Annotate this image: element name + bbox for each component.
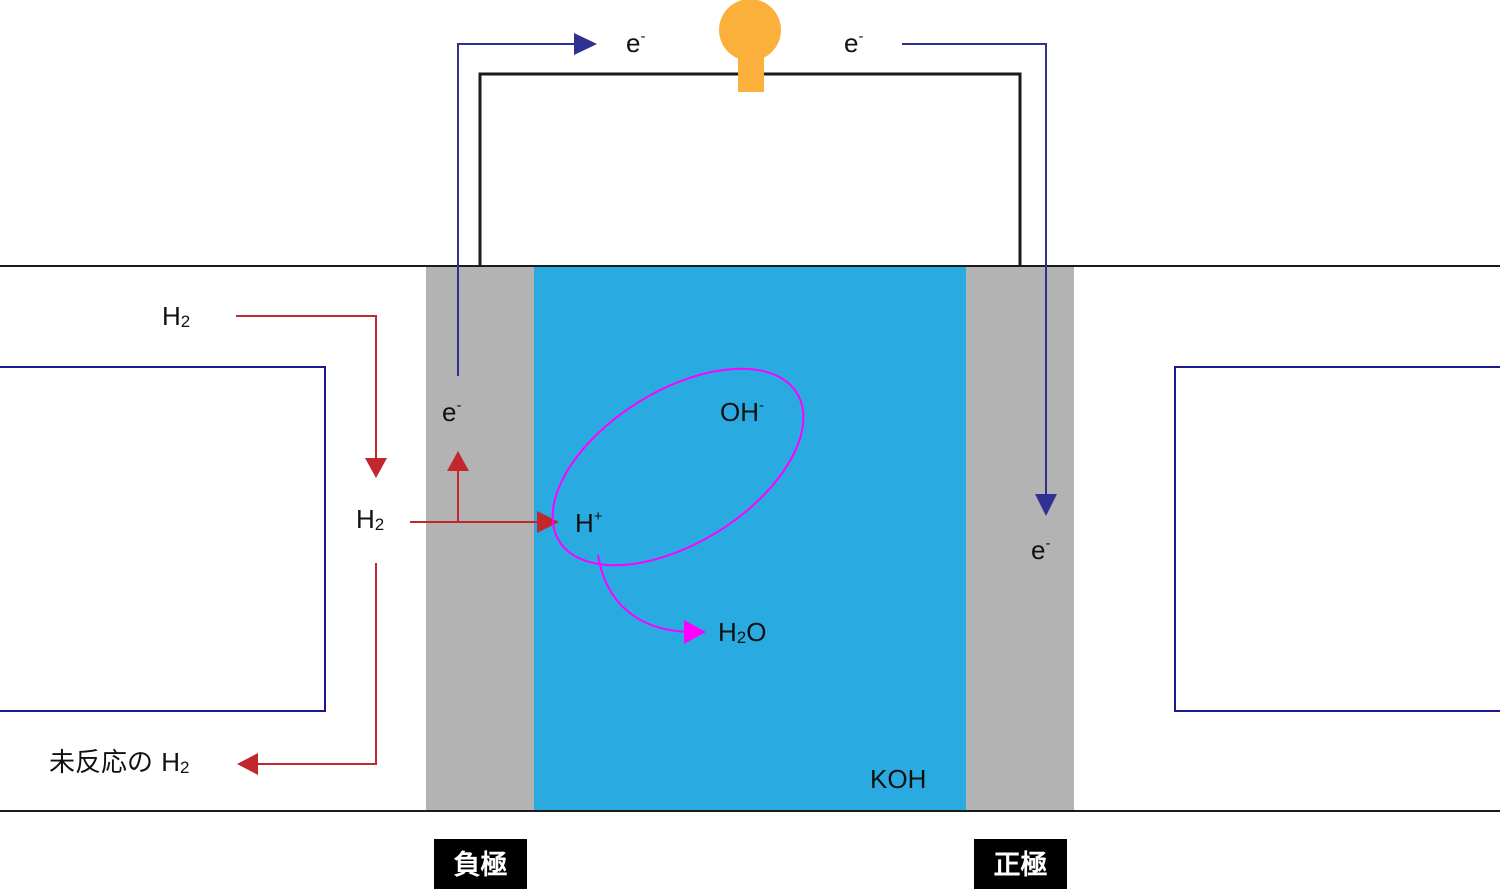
anode-electrode (426, 267, 534, 810)
hydroxide-ion-label: OH- (720, 397, 764, 427)
electron-arrowhead-anode (574, 33, 597, 55)
cathode-gas-chamber (1174, 366, 1500, 712)
electrolyte-label: KOH (870, 764, 926, 794)
electron-arrowhead-cathode (1035, 494, 1057, 516)
anode-label: 負極 (454, 850, 508, 881)
electron-label-top-right: e- (844, 28, 863, 58)
hydrogen-chamber-label: H2 (356, 504, 384, 534)
electron-label-top-left: e- (626, 28, 645, 58)
hydrogen-inflow-line (236, 315, 377, 460)
electron-flow-anode (457, 41, 595, 376)
hydrogen-to-electron-arrowhead (447, 451, 469, 471)
electron-label-cathode: e- (1031, 535, 1050, 565)
unreacted-hydrogen-arrowhead (237, 753, 258, 775)
electrolyte-region (533, 267, 967, 810)
cathode-electrode (966, 267, 1074, 810)
unreacted-hydrogen-line (255, 563, 377, 765)
unreacted-hydrogen-label: 未反応の H2 (49, 747, 190, 778)
external-circuit-wire (478, 72, 1022, 266)
electron-label-anode: e- (442, 397, 461, 427)
hydrogen-ion-label: H+ (575, 508, 603, 538)
hydrogen-inlet-label: H2 (162, 301, 190, 331)
cathode-label: 正極 (994, 850, 1048, 881)
light-bulb-icon (719, 0, 781, 92)
hydrogen-inflow-arrowhead (365, 458, 387, 478)
electron-flow-cathode (902, 43, 1047, 514)
anode-gas-chamber (0, 366, 326, 712)
anode-tag-background (434, 839, 527, 889)
ion-reaction-loop (551, 367, 805, 567)
water-formation-arrowhead (684, 620, 706, 644)
cathode-tag-background (974, 839, 1067, 889)
water-label: H2O (718, 617, 766, 647)
water-formation-path (597, 554, 689, 633)
hydrogen-to-ion-arrowhead (537, 511, 559, 533)
